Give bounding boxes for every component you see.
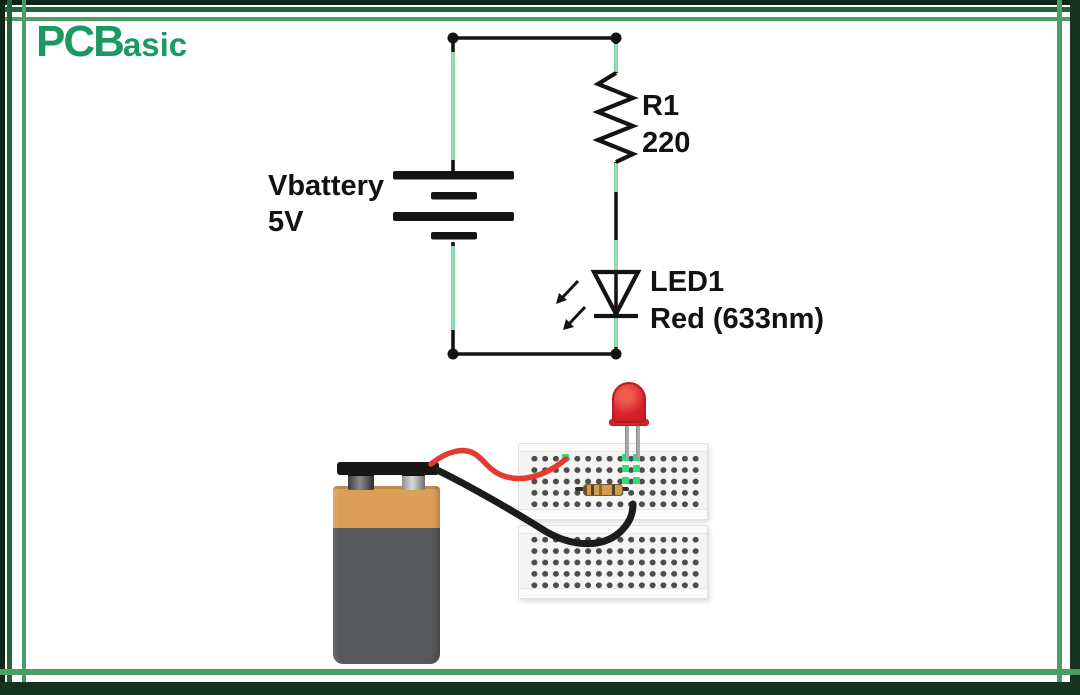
pcbasic-logo: PCBasic	[36, 20, 187, 64]
schematic-wires	[451, 36, 618, 356]
resistor-lead	[620, 487, 629, 491]
breadboard-top-half	[518, 443, 708, 520]
led-leg	[636, 424, 640, 458]
resistor-symbol	[592, 71, 639, 164]
battery-value-label: 5V	[268, 206, 304, 238]
resistor-name-label: R1	[642, 90, 680, 122]
resistor-lead	[575, 487, 584, 491]
emission-arrows-icon	[556, 279, 587, 330]
highlighted-hole	[622, 477, 629, 484]
battery-name-label: Vbattery	[268, 170, 385, 202]
battery-terminal-post	[348, 474, 374, 490]
highlighted-hole	[633, 477, 640, 484]
highlighted-hole	[633, 465, 640, 472]
led-value-label: Red (633nm)	[650, 303, 825, 335]
physical-red-led	[612, 382, 646, 423]
led-symbol	[590, 269, 642, 319]
logo-text-main: PCB	[36, 17, 125, 66]
physical-resistor	[583, 484, 623, 496]
led-leg	[625, 424, 629, 458]
red-jumper-wire	[428, 447, 569, 482]
black-jumper-wire	[433, 466, 637, 548]
junction-dots	[447, 32, 622, 360]
breadboard-top-edge	[519, 444, 707, 452]
battery-body	[333, 486, 440, 664]
battery-symbol	[393, 171, 514, 240]
battery-snap-cap	[337, 462, 439, 475]
logo-text-rest: asic	[122, 26, 188, 63]
battery-terminal-post	[402, 474, 425, 490]
highlighted-hole	[622, 465, 629, 472]
resistor-value-label: 220	[642, 127, 691, 159]
breadboard-hole-grid	[529, 534, 701, 591]
net-highlight-segments	[451, 44, 618, 347]
led-name-label: LED1	[650, 266, 725, 298]
